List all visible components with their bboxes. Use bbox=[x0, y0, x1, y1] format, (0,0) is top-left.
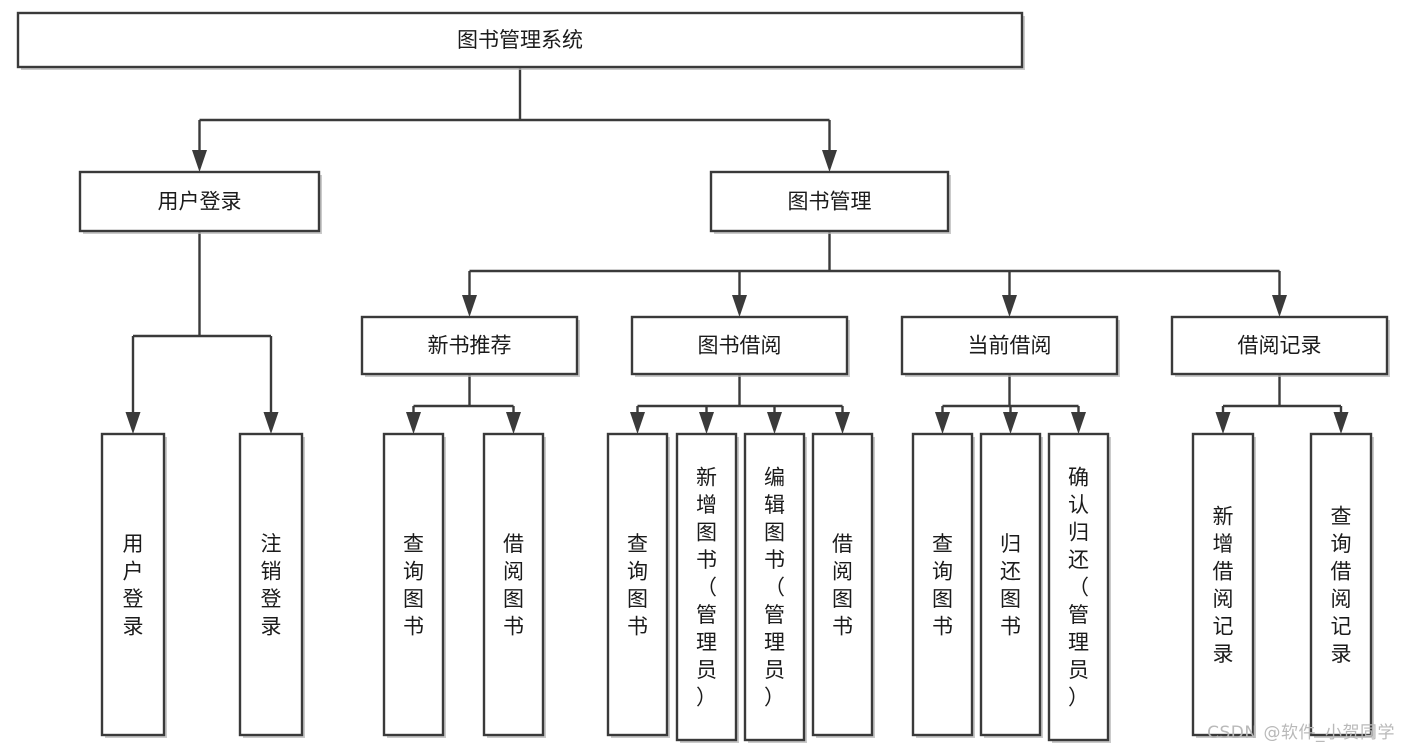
arrow-head-icon bbox=[462, 295, 477, 317]
node-box[interactable] bbox=[743, 432, 806, 742]
node-box[interactable] bbox=[78, 170, 321, 233]
node-box[interactable] bbox=[360, 315, 579, 376]
node-box[interactable] bbox=[482, 432, 545, 737]
arrow-head-icon bbox=[506, 412, 521, 434]
node-label: 借阅记录 bbox=[1238, 334, 1322, 358]
node-box[interactable] bbox=[606, 432, 669, 737]
node-leaf_query_book_2[interactable]: 查询图书 bbox=[606, 432, 670, 738]
node-box[interactable] bbox=[238, 432, 304, 737]
arrow-head-icon bbox=[630, 412, 645, 434]
node-label: 查询图书 bbox=[403, 532, 424, 639]
node-label: 注销登录 bbox=[261, 532, 282, 639]
node-box[interactable] bbox=[1170, 315, 1389, 376]
node-label: 新书推荐 bbox=[428, 334, 512, 358]
arrow-head-icon bbox=[835, 412, 850, 434]
arrow-head-icon bbox=[822, 150, 837, 172]
node-label: 图书管理 bbox=[788, 190, 872, 214]
node-leaf_borrow_book_1[interactable]: 借阅图书 bbox=[482, 432, 546, 738]
node-label: 新增借阅记录 bbox=[1213, 504, 1234, 666]
node-book_borrow[interactable]: 图书借阅 bbox=[630, 315, 850, 377]
node-label: 确认归还（管理员） bbox=[1068, 466, 1089, 710]
arrow-head-icon bbox=[767, 412, 782, 434]
node-current_borrow[interactable]: 当前借阅 bbox=[900, 315, 1120, 377]
node-box[interactable] bbox=[630, 315, 849, 376]
node-leaf_logout[interactable]: 注销登录 bbox=[238, 432, 305, 738]
node-box[interactable] bbox=[979, 432, 1042, 737]
node-label: 归还图书 bbox=[1000, 532, 1021, 639]
node-leaf_confirm_return[interactable]: 确认归还（管理员） bbox=[1047, 432, 1111, 743]
arrow-head-icon bbox=[125, 412, 141, 434]
node-box[interactable] bbox=[1191, 432, 1255, 737]
edges-layer bbox=[125, 67, 1349, 434]
node-box[interactable] bbox=[900, 315, 1119, 376]
node-leaf_add_book[interactable]: 新增图书（管理员） bbox=[675, 432, 739, 743]
node-leaf_query_book_3[interactable]: 查询图书 bbox=[911, 432, 975, 738]
node-label: 图书借阅 bbox=[698, 334, 782, 358]
node-leaf_query_book_1[interactable]: 查询图书 bbox=[382, 432, 446, 738]
node-new_book_rec[interactable]: 新书推荐 bbox=[360, 315, 580, 377]
node-label: 借阅图书 bbox=[503, 532, 524, 639]
node-label: 编辑图书（管理员） bbox=[764, 466, 785, 710]
node-borrow_record[interactable]: 借阅记录 bbox=[1170, 315, 1390, 377]
node-box[interactable] bbox=[1047, 432, 1110, 742]
node-label: 借阅图书 bbox=[832, 532, 853, 639]
node-label: 查询图书 bbox=[627, 532, 648, 639]
arrow-head-icon bbox=[699, 412, 714, 434]
arrow-head-icon bbox=[732, 295, 747, 317]
arrow-head-icon bbox=[1003, 412, 1018, 434]
arrow-head-icon bbox=[192, 150, 207, 172]
node-label: 用户登录 bbox=[123, 532, 144, 639]
node-box[interactable] bbox=[100, 432, 166, 737]
node-box[interactable] bbox=[1309, 432, 1373, 737]
node-label: 当前借阅 bbox=[968, 334, 1052, 358]
arrow-head-icon bbox=[1071, 412, 1086, 434]
node-book_mgmt[interactable]: 图书管理 bbox=[709, 170, 951, 234]
arrow-head-icon bbox=[406, 412, 421, 434]
node-label: 新增图书（管理员） bbox=[696, 466, 717, 710]
node-leaf_return_book[interactable]: 归还图书 bbox=[979, 432, 1043, 738]
node-box[interactable] bbox=[709, 170, 950, 233]
arrow-head-icon bbox=[935, 412, 950, 434]
node-box[interactable] bbox=[16, 11, 1024, 69]
node-leaf_edit_book[interactable]: 编辑图书（管理员） bbox=[743, 432, 807, 743]
arrow-head-icon bbox=[263, 412, 279, 434]
node-label: 图书管理系统 bbox=[457, 28, 583, 52]
node-box[interactable] bbox=[911, 432, 974, 737]
node-leaf_add_record[interactable]: 新增借阅记录 bbox=[1191, 432, 1256, 738]
node-label: 查询借阅记录 bbox=[1331, 504, 1352, 666]
arrow-head-icon bbox=[1002, 295, 1017, 317]
node-box[interactable] bbox=[675, 432, 738, 742]
node-box[interactable] bbox=[382, 432, 445, 737]
node-root-system[interactable]: 图书管理系统 bbox=[16, 11, 1025, 70]
node-label: 查询图书 bbox=[932, 532, 953, 639]
nodes-layer: 图书管理系统用户登录图书管理新书推荐图书借阅当前借阅借阅记录用户登录注销登录查询… bbox=[16, 11, 1390, 743]
node-box[interactable] bbox=[811, 432, 874, 737]
arrow-head-icon bbox=[1333, 412, 1349, 434]
arrow-head-icon bbox=[1215, 412, 1231, 434]
node-leaf_query_record[interactable]: 查询借阅记录 bbox=[1309, 432, 1374, 738]
arrow-head-icon bbox=[1272, 295, 1287, 317]
node-user_login[interactable]: 用户登录 bbox=[78, 170, 322, 234]
node-label: 用户登录 bbox=[158, 190, 242, 214]
node-leaf_borrow_book_2[interactable]: 借阅图书 bbox=[811, 432, 875, 738]
node-leaf_user_login[interactable]: 用户登录 bbox=[100, 432, 167, 738]
